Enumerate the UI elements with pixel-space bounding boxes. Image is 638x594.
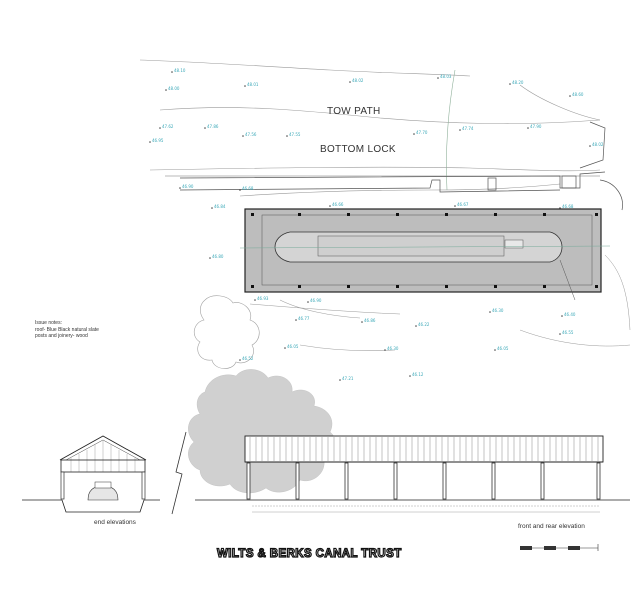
svg-text:46.90: 46.90 — [310, 298, 322, 303]
svg-text:47.21: 47.21 — [342, 376, 354, 381]
brand-logo-text: WILTS & BERKS CANAL TRUST — [216, 547, 402, 560]
svg-text:46.95: 46.95 — [152, 138, 164, 143]
svg-text:48.60: 48.60 — [572, 92, 584, 97]
svg-text:46.05: 46.05 — [497, 346, 509, 351]
break-line — [171, 431, 187, 515]
svg-text:46.93: 46.93 — [257, 296, 269, 301]
svg-text:46.86: 46.86 — [364, 318, 376, 323]
issue-notes-title: Issue notes: — [35, 320, 62, 326]
svg-text:48.03: 48.03 — [440, 74, 452, 79]
svg-text:48.02: 48.02 — [592, 142, 604, 147]
issue-notes-posts: posts and joinery- wood — [35, 333, 88, 339]
svg-text:46.68: 46.68 — [562, 204, 574, 209]
svg-text:46.40: 46.40 — [564, 312, 576, 317]
svg-text:47.55: 47.55 — [289, 132, 301, 137]
svg-text:46.30: 46.30 — [387, 346, 399, 351]
issue-notes-roof: roof- Blue Black natural slate — [35, 326, 99, 333]
bottom-lock-label: BOTTOM LOCK — [320, 144, 396, 155]
survey-contours — [139, 59, 601, 197]
svg-text:46.12: 46.12 — [412, 372, 424, 377]
shelter-plan — [239, 208, 611, 301]
lower-contours — [249, 254, 631, 347]
svg-text:47.70: 47.70 — [416, 130, 428, 135]
survey-levels: 48.10 48.00 48.01 48.02 48.03 48.20 48.6… — [149, 68, 604, 381]
svg-text:46.68: 46.68 — [242, 186, 254, 191]
svg-text:46.66: 46.66 — [332, 202, 344, 207]
svg-text:46.52: 46.52 — [242, 356, 254, 361]
svg-text:46.30: 46.30 — [492, 308, 504, 313]
tree-elevation — [188, 369, 336, 494]
svg-text:48.10: 48.10 — [174, 68, 186, 73]
svg-text:46.67: 46.67 — [457, 202, 469, 207]
svg-text:46.05: 46.05 — [287, 344, 299, 349]
issue-notes: Issue notes: roof- Blue Black natural sl… — [35, 320, 99, 340]
tow-path-label: TOW PATH — [327, 106, 381, 117]
svg-text:46.80: 46.80 — [212, 254, 224, 259]
svg-text:48.02: 48.02 — [352, 78, 364, 83]
svg-text:48.00: 48.00 — [168, 86, 180, 91]
svg-text:47.86: 47.86 — [207, 124, 219, 129]
svg-text:47.90: 47.90 — [530, 124, 542, 129]
scale-bar — [520, 544, 599, 551]
tree-outline-plan — [193, 295, 396, 369]
front-rear-elevation-drawing — [195, 435, 630, 513]
svg-text:46.90: 46.90 — [182, 184, 194, 189]
end-elevations-label: end elevations — [94, 519, 136, 526]
svg-text:46.84: 46.84 — [214, 204, 226, 209]
svg-text:48.20: 48.20 — [512, 80, 524, 85]
svg-text:46.55: 46.55 — [562, 330, 574, 335]
svg-text:47.56: 47.56 — [245, 132, 257, 137]
svg-text:47.74: 47.74 — [462, 126, 474, 131]
front-rear-elevation-label: front and rear elevation — [518, 523, 585, 530]
lock-walls — [179, 121, 623, 211]
svg-text:48.01: 48.01 — [247, 82, 259, 87]
svg-text:47.62: 47.62 — [162, 124, 174, 129]
svg-text:46.77: 46.77 — [298, 316, 310, 321]
svg-text:46.22: 46.22 — [418, 322, 430, 327]
end-elevation-drawing — [22, 435, 160, 513]
